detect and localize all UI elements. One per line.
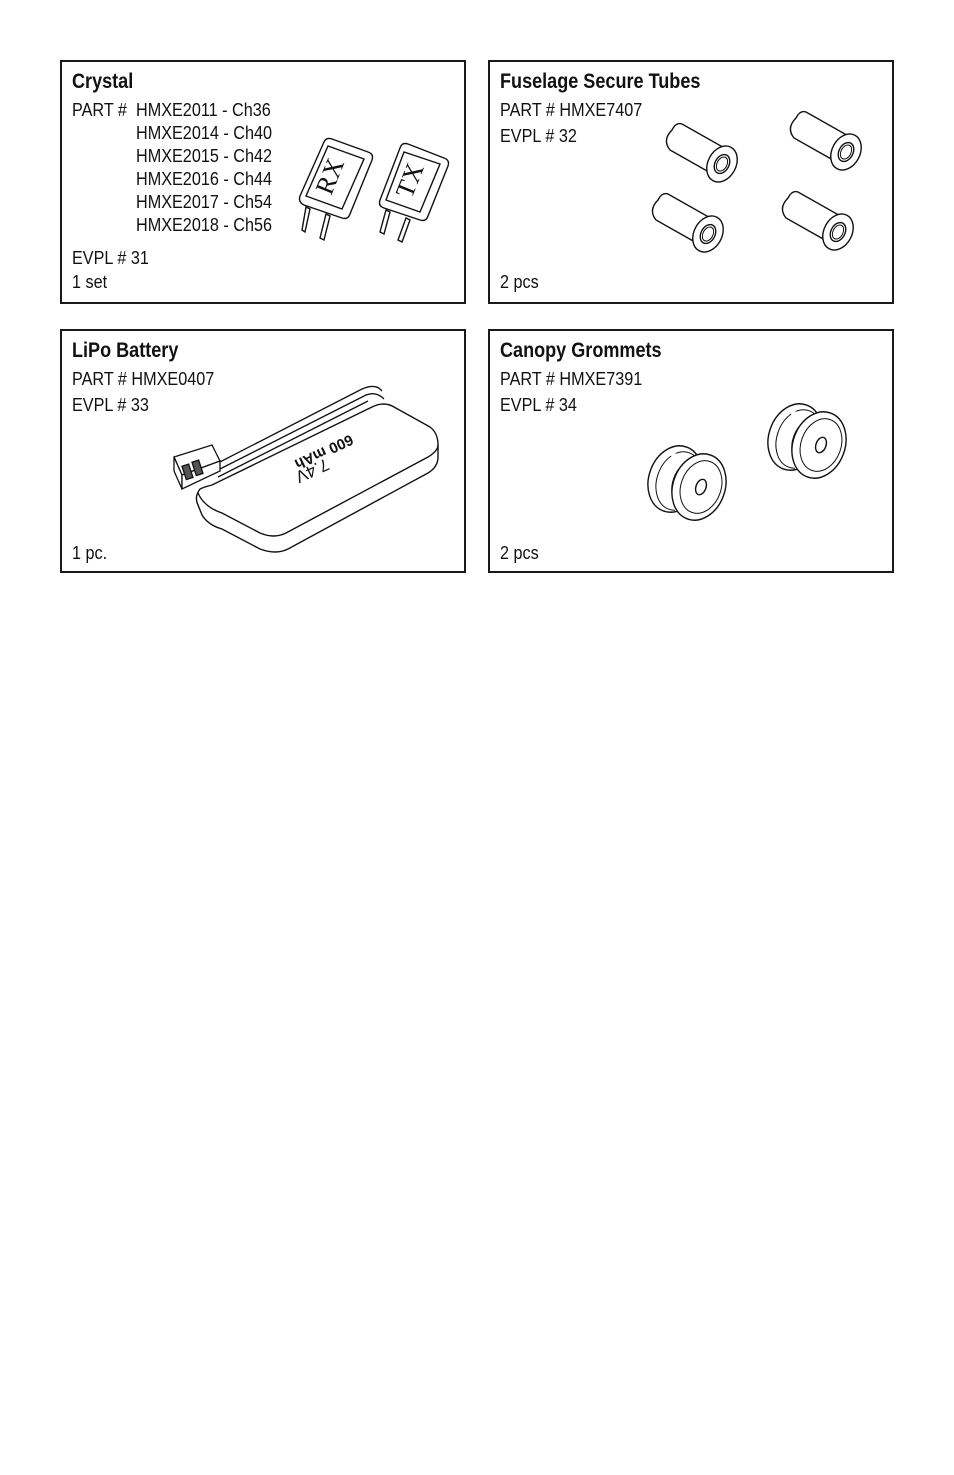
- battery-quantity: 1 pc.: [72, 543, 108, 563]
- tube-icon: [651, 192, 730, 259]
- tubes-title: Fuselage Secure Tubes: [500, 70, 701, 93]
- crystal-illustration: RX TX: [292, 138, 462, 248]
- rx-crystal-icon: RX: [300, 138, 373, 240]
- battery-pack-icon: [196, 404, 438, 552]
- tubes-card: Fuselage Secure Tubes PART # HMXE7407 EV…: [488, 60, 894, 304]
- crystal-part-number: HMXE2015 - Ch42: [136, 146, 272, 166]
- grommets-illustration: [638, 395, 856, 529]
- tx-crystal-icon: TX: [380, 144, 449, 243]
- crystal-evpl: EVPL # 31: [72, 248, 149, 268]
- battery-card: LiPo Battery PART # HMXE0407 EVPL # 33 1…: [60, 329, 466, 573]
- crystal-part-number: HMXE2011 - Ch36: [136, 100, 271, 120]
- crystal-part-number: HMXE2014 - Ch40: [136, 123, 272, 143]
- crystal-part-number: HMXE2016 - Ch44: [136, 169, 272, 189]
- battery-title: LiPo Battery: [72, 339, 179, 362]
- grommets-evpl: EVPL # 34: [500, 395, 577, 415]
- tube-icon: [665, 122, 744, 189]
- crystal-card: Crystal PART # HMXE2011 - Ch36 HMXE2014 …: [60, 60, 466, 304]
- crystal-part-number: HMXE2017 - Ch54: [136, 192, 272, 212]
- tubes-part: PART # HMXE7407: [500, 100, 643, 120]
- grommet-icon: [758, 395, 856, 487]
- battery-part: PART # HMXE0407: [72, 369, 215, 389]
- grommets-title: Canopy Grommets: [500, 339, 662, 362]
- grommet-icon: [638, 437, 736, 529]
- connector-icon: [174, 445, 220, 489]
- grommets-quantity: 2 pcs: [500, 543, 539, 563]
- tube-icon: [789, 110, 868, 177]
- crystal-part-prefix: PART #: [72, 100, 127, 120]
- crystal-title: Crystal: [72, 70, 134, 93]
- tubes-illustration: [651, 110, 868, 259]
- battery-evpl: EVPL # 33: [72, 395, 149, 415]
- tubes-quantity: 2 pcs: [500, 272, 539, 292]
- crystal-quantity: 1 set: [72, 272, 108, 292]
- battery-illustration: 600 mAh 7.4V: [162, 361, 452, 561]
- crystal-part-number: HMXE2018 - Ch56: [136, 215, 272, 235]
- tube-icon: [781, 190, 860, 257]
- tubes-evpl: EVPL # 32: [500, 126, 577, 146]
- grommets-part: PART # HMXE7391: [500, 369, 643, 389]
- grommets-card: Canopy Grommets PART # HMXE7391 EVPL # 3…: [488, 329, 894, 573]
